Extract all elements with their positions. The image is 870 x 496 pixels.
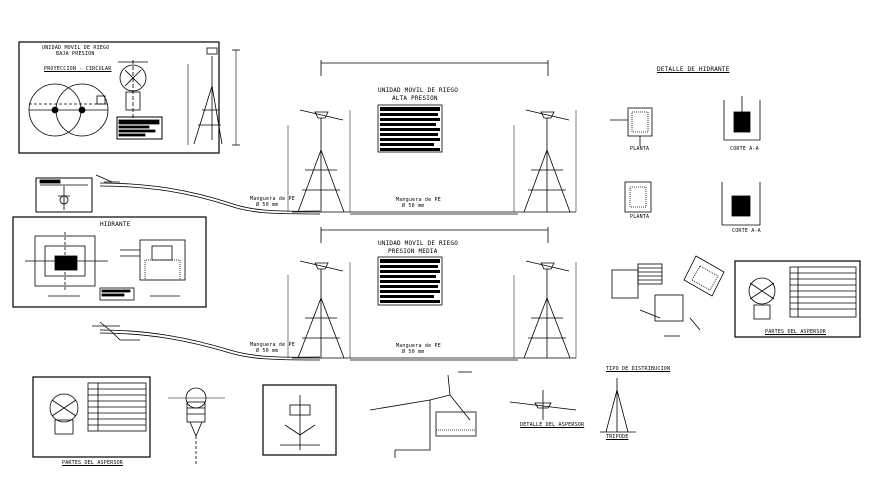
low-pressure-panel [18, 41, 240, 154]
sprinkler-parts-panel-right [734, 260, 861, 338]
hydrant-box-title: HIDRANTE [100, 221, 131, 228]
installation-diagram [369, 371, 477, 458]
hose-label-medium-left-1: Manguera de PE [250, 342, 295, 348]
sprinkler-nozzle [168, 387, 225, 465]
tripod-high-right [513, 109, 577, 213]
hose-high [99, 182, 518, 215]
tripod-medium-left [287, 260, 351, 359]
sprinkler-detail-bottom [509, 390, 577, 420]
hose-medium [99, 329, 518, 361]
medium-pressure-title-line1: UNIDAD MOVIL DE RIEGO [378, 240, 459, 247]
tripod-spacing [600, 378, 636, 433]
sprinkler-detail-label: DETALLE DEL ASPERSOR [520, 422, 585, 428]
hydrant-cut-label-2: CORTE A-A [732, 228, 761, 234]
hydrant-cut-label-1: CORTE A-A [730, 146, 759, 152]
hose-label-high-right-1: Manguera de PE [396, 197, 441, 203]
hose-label-high-left-2: Ø 50 mm [256, 202, 279, 208]
hydrant-connection-medium [92, 321, 140, 341]
spacing-label: TIPO DE DISTRIBUCION [606, 366, 671, 372]
sprinkler-parts-label-right: PARTES DEL ASPERSOR [765, 329, 826, 335]
tripod-medium-right [513, 260, 577, 359]
sprinkler-parts-panel-left [32, 376, 151, 458]
hose-label-medium-right-2: Ø 50 mm [402, 349, 425, 355]
hydrant-plan-label-2: PLANTA [630, 214, 650, 220]
hydrant-box [12, 216, 207, 308]
low-pressure-title-line2: BAJA PRESION [56, 51, 95, 57]
hydrant-detail-title: DETALLE DE HIDRANTE [657, 66, 730, 73]
sprinkler-base-panel [262, 384, 337, 456]
hydrant-plan-label-1: PLANTA [630, 146, 650, 152]
high-pressure-title-line2: ALTA PRESION [392, 95, 438, 102]
high-pressure-title-line1: UNIDAD MOVIL DE RIEGO [378, 87, 459, 94]
medium-pressure-dimension [320, 227, 549, 243]
tripod-high-left [287, 109, 351, 213]
hose-label-medium-left-2: Ø 50 mm [256, 348, 279, 354]
hose-label-high-left-1: Manguera de PE [250, 196, 295, 202]
high-pressure-legend [380, 107, 440, 151]
low-pressure-title-line1: UNIDAD MOVIL DE RIEGO [42, 45, 110, 51]
sprinkler-parts-label-left: PARTES DEL ASPERSOR [62, 460, 123, 466]
medium-pressure-legend [380, 259, 440, 303]
hose-label-high-right-2: Ø 50 mm [402, 203, 425, 209]
high-pressure-dimension [320, 60, 549, 76]
hose-label-medium-right-1: Manguera de PE [396, 343, 441, 349]
medium-pressure-title-line2: PRESION MEDIA [388, 248, 438, 255]
low-pressure-plan-label: PROYECCION - CIRCULAR [44, 66, 112, 72]
hydrant-connection-top [35, 174, 120, 213]
hydrant-detail-drawings [610, 96, 761, 337]
tripod-label: TRIPODE [606, 434, 629, 440]
